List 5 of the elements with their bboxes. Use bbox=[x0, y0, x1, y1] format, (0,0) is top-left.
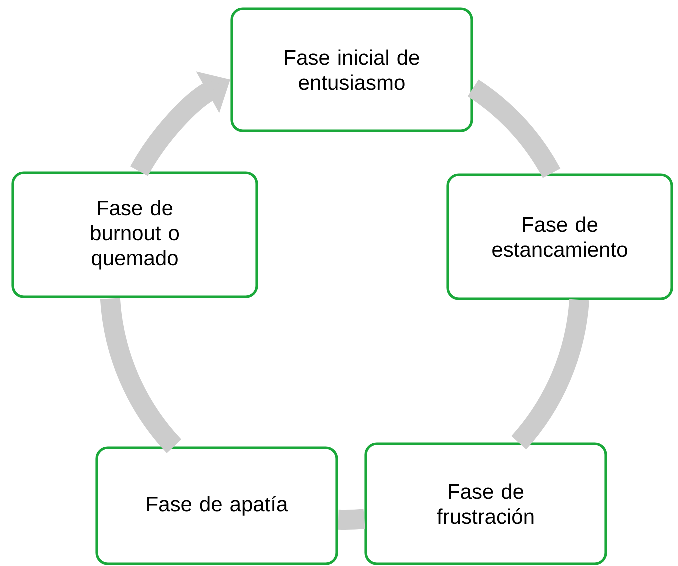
phase-box: Fase de apatía bbox=[96, 446, 338, 566]
phase-box: Fase de frustración bbox=[364, 442, 608, 566]
phase-box: Fase inicial de entusiasmo bbox=[230, 8, 474, 132]
phase-box: Fase de burnout o quemado bbox=[12, 172, 258, 298]
phase-box: Fase de estancamiento bbox=[446, 174, 674, 300]
